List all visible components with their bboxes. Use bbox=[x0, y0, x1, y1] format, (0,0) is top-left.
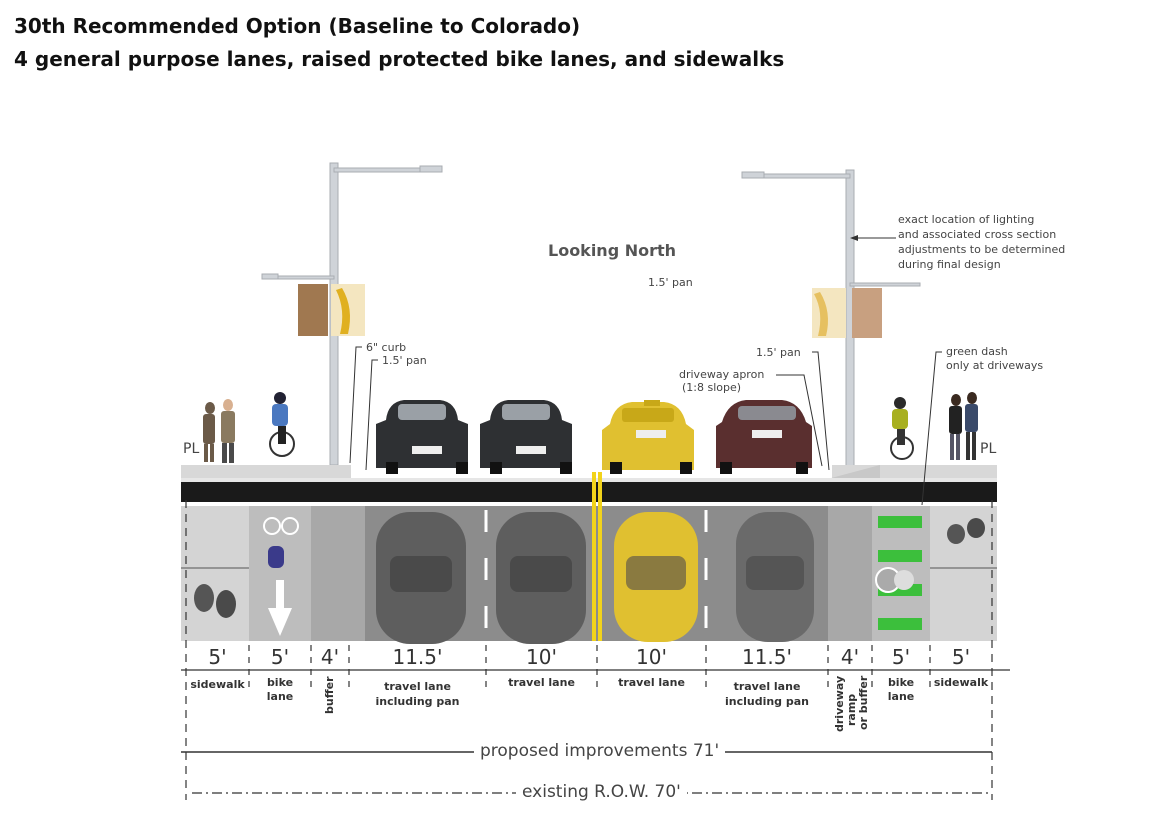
lane-width-10: 5' bbox=[951, 645, 971, 669]
cyclist-left bbox=[269, 392, 295, 457]
lane-width-8: 4' bbox=[840, 645, 860, 669]
lane-name-travel-1a: travel lane bbox=[384, 680, 451, 693]
lane-name-bike-right-1: bike bbox=[887, 676, 915, 689]
lane-name-sidewalk-left: sidewalk bbox=[190, 678, 245, 691]
lighting-note-2: and associated cross section bbox=[898, 228, 1057, 241]
lane-name-bike-left-2: lane bbox=[266, 690, 294, 703]
cyclist-plan-right bbox=[875, 567, 914, 593]
property-line-right: PL bbox=[980, 441, 997, 457]
lane-name-bike-left-1: bike bbox=[266, 676, 294, 689]
existing-row-label: existing R.O.W. 70' bbox=[516, 782, 687, 802]
lane-name-buffer: buffer bbox=[323, 676, 336, 714]
lane-name-bike-right-2: lane bbox=[887, 690, 915, 703]
bike-direction-arrow bbox=[268, 580, 292, 636]
green-dash-label: green dash bbox=[946, 345, 1008, 358]
pan-right-label: 1.5' pan bbox=[756, 346, 801, 359]
pedestrians-right bbox=[949, 392, 978, 460]
lane-name-sidewalk-right: sidewalk bbox=[933, 676, 989, 689]
lane-name-driveway-3: or buffer bbox=[857, 675, 870, 730]
bike-symbol bbox=[263, 517, 299, 535]
pedestrians-left bbox=[203, 399, 235, 463]
lane-width-2: 5' bbox=[270, 645, 290, 669]
banner-right bbox=[812, 288, 882, 338]
property-line-left: PL bbox=[183, 441, 200, 457]
lane-name-travel-1b: including pan bbox=[375, 695, 460, 708]
pedestrians-plan-left bbox=[194, 584, 236, 618]
car-section-2 bbox=[480, 400, 572, 474]
page-title: 30th Recommended Option (Baseline to Col… bbox=[14, 14, 581, 38]
lighting-note-4: during final design bbox=[898, 258, 1001, 271]
pedestrians-plan-right bbox=[947, 518, 985, 544]
lighting-note-3: adjustments to be determined bbox=[898, 243, 1066, 256]
sedan-section bbox=[716, 400, 812, 474]
car-plan-2 bbox=[496, 512, 586, 644]
lane-name-travel-3: travel lane bbox=[618, 676, 685, 689]
pan-center-label: 1.5' pan bbox=[648, 276, 693, 289]
orientation-label: Looking North bbox=[548, 241, 677, 260]
proposed-improvements-label: proposed improvements 71' bbox=[474, 741, 726, 761]
page-subtitle: 4 general purpose lanes, raised protecte… bbox=[14, 47, 785, 71]
car-section-1 bbox=[376, 400, 468, 474]
pan-left-label: 1.5' pan bbox=[382, 354, 427, 367]
taxi-plan bbox=[614, 512, 698, 642]
driveway-apron-label: driveway apron bbox=[679, 368, 765, 381]
lane-name-travel-4b: including pan bbox=[724, 695, 810, 708]
car-plan-1 bbox=[376, 512, 466, 644]
lane-width-7: 11.5' bbox=[741, 645, 793, 669]
driveway-apron-slope: (1:8 slope) bbox=[682, 381, 742, 394]
lane-name-travel-4a: travel lane bbox=[733, 680, 801, 693]
lane-name-travel-2: travel lane bbox=[508, 676, 575, 689]
green-dash-note: only at driveways bbox=[946, 359, 1044, 372]
lane-width-5: 10' bbox=[526, 645, 557, 669]
lane-width-1: 5' bbox=[208, 645, 227, 669]
lane-width-6: 10' bbox=[636, 645, 667, 669]
lane-width-9: 5' bbox=[891, 645, 911, 669]
cyclist-plan-left bbox=[268, 546, 284, 568]
lane-width-4: 11.5' bbox=[392, 645, 443, 669]
sedan-plan bbox=[736, 512, 814, 642]
curb-left-label: 6" curb bbox=[366, 341, 407, 354]
lighting-note-1: exact location of lighting bbox=[898, 213, 1035, 226]
taxi-section bbox=[602, 400, 694, 474]
lane-width-3: 4' bbox=[320, 645, 340, 669]
banner-left bbox=[298, 284, 365, 336]
cyclist-right bbox=[890, 397, 914, 460]
